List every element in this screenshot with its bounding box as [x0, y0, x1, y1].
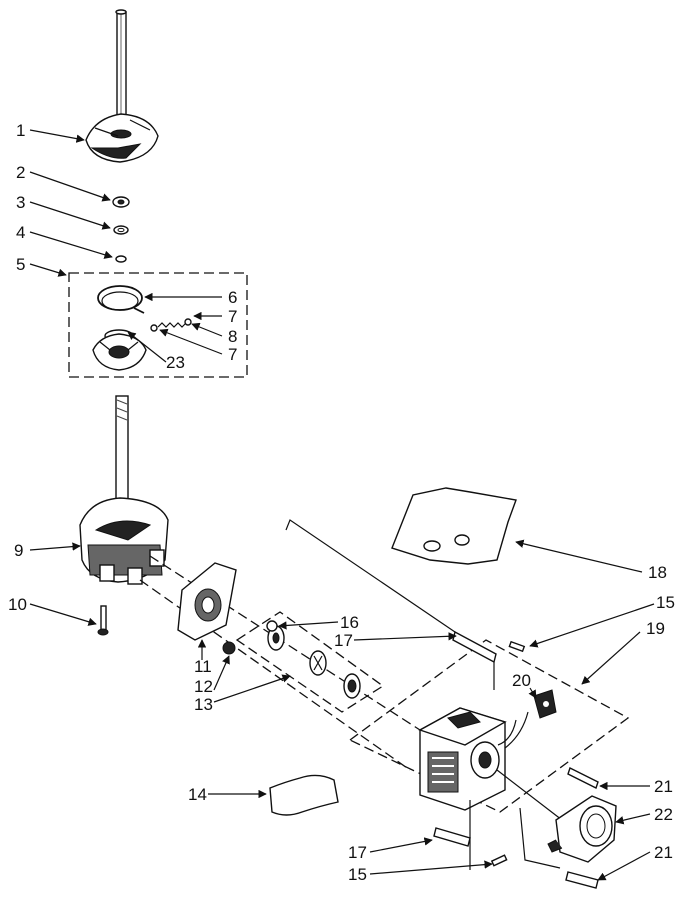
alignment-line-lower [139, 579, 411, 771]
callout-22: 22 [654, 805, 673, 824]
part-18-cover [391, 487, 517, 565]
callout-17-upper: 17 [334, 631, 353, 650]
callout-7-upper: 7 [228, 307, 237, 326]
callout-15-upper: 15 [656, 593, 675, 612]
part-6-clutch-band [97, 285, 145, 314]
part-11-plate [177, 562, 237, 641]
callout-14: 14 [188, 785, 207, 804]
part-4-clip [115, 255, 127, 263]
callout-17-lower: 17 [348, 843, 367, 862]
callout-23: 23 [166, 353, 185, 372]
callout-8: 8 [228, 327, 237, 346]
part-2-washer [112, 196, 130, 208]
mount-guide-lines [469, 800, 561, 870]
part-21-clip-upper [567, 767, 599, 789]
callout-2: 2 [16, 163, 25, 182]
callout-11: 11 [194, 657, 212, 676]
part-3-ring [113, 225, 129, 235]
alignment-line-upper [149, 555, 421, 731]
part-9-gearcase [79, 395, 169, 585]
callout-18: 18 [648, 563, 667, 582]
callout-21-upper: 21 [654, 777, 673, 796]
leader-lines [29, 129, 655, 881]
part-15-screw-upper [508, 640, 526, 653]
callout-12: 12 [194, 677, 213, 696]
part-22-pump [547, 795, 617, 863]
part-13-assembly-box [235, 611, 385, 713]
callout-6: 6 [228, 288, 237, 307]
part-12-seal [222, 641, 236, 655]
part-20-switch [533, 689, 557, 719]
callout-21-lower: 21 [654, 843, 673, 862]
leader-guide-upper [285, 519, 456, 633]
part-10-screw [97, 605, 109, 636]
part-23-clutch-hub [92, 329, 147, 371]
callout-4: 4 [16, 223, 25, 242]
part-21-clip-lower [565, 871, 599, 889]
callout-15-lower: 15 [348, 865, 367, 884]
callout-20: 20 [512, 671, 531, 690]
callout-16: 16 [340, 613, 359, 632]
callout-10: 10 [8, 595, 27, 614]
part-16-nut [266, 620, 278, 632]
motor-to-pump-line [496, 769, 563, 821]
part-14-pad [269, 774, 339, 816]
callout-3: 3 [16, 193, 25, 212]
callout-7-lower: 7 [228, 345, 237, 364]
callout-19: 19 [646, 619, 665, 638]
part-17-bracket-upper [452, 630, 497, 664]
part-1-shaft-cam [85, 9, 159, 163]
callout-1: 1 [16, 121, 25, 140]
part-5-assembly-box [68, 272, 248, 378]
part-17-bracket-lower [433, 827, 471, 847]
motor [418, 707, 529, 811]
callout-5: 5 [16, 255, 25, 274]
callout-13: 13 [194, 695, 213, 714]
part-15-screw-lower [490, 854, 508, 867]
part-8-spring [150, 318, 192, 332]
callout-9: 9 [14, 541, 23, 560]
part-13-pulleys [267, 625, 361, 699]
